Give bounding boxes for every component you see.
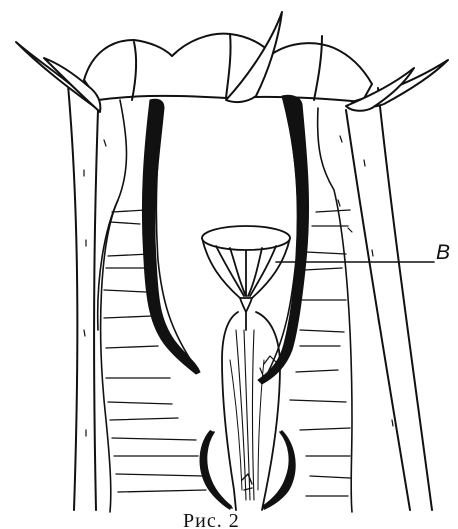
figure-caption: Рис. 2: [183, 510, 240, 529]
body-wall-left: [68, 85, 98, 510]
buccal-capsule: [142, 95, 308, 384]
inner-tissue-contours: [98, 100, 352, 512]
tooth-center: [226, 12, 282, 102]
capsule-wall-right: [258, 95, 309, 384]
dorsal-gland-cone: [202, 226, 290, 312]
capsule-wall-left: [142, 99, 200, 374]
label-b: B: [436, 241, 450, 265]
teeth: [16, 12, 448, 112]
tooth-left-inner: [44, 58, 100, 112]
body-wall-right: [346, 88, 432, 510]
pharynx: [222, 312, 280, 510]
head-lobes: [84, 34, 372, 102]
